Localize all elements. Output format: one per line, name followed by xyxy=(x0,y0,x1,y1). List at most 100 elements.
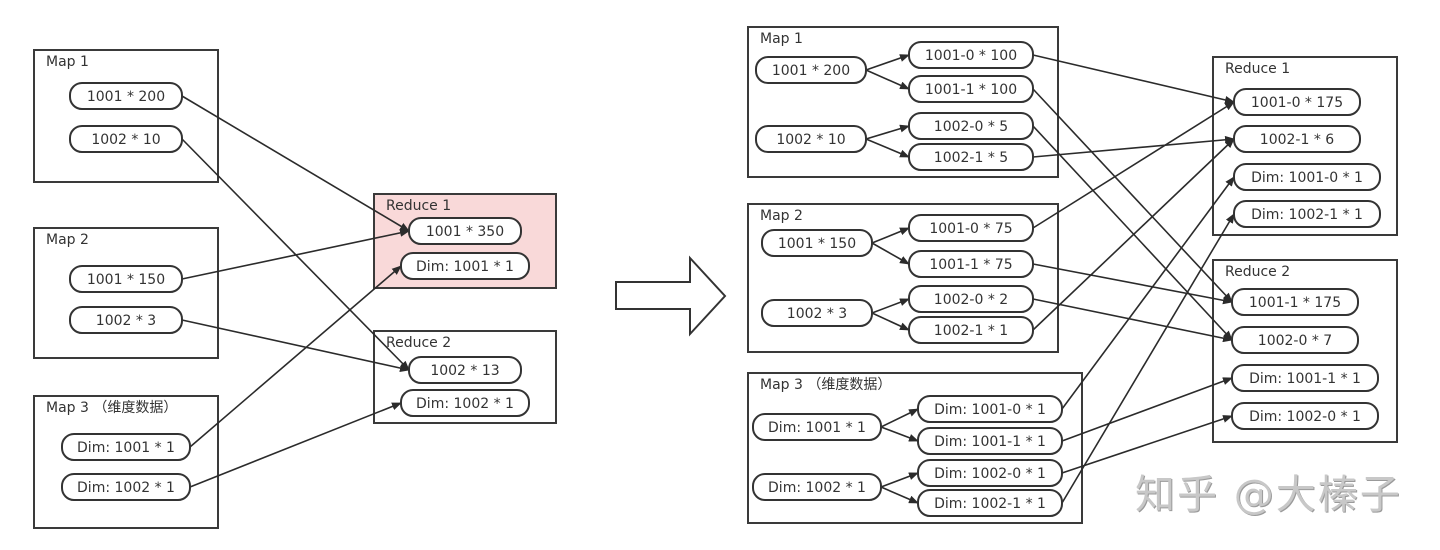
watermark: 知乎 @大榛子 xyxy=(1135,472,1402,518)
node-label: 1001 * 150 xyxy=(87,272,165,288)
edge-r-m3-s3-to-r-r2-d xyxy=(1061,415,1233,474)
node-label: Dim: 1001 * 1 xyxy=(77,440,175,456)
node-r-r2-c: Dim: 1001-1 * 1 xyxy=(1231,364,1379,392)
node-r-m1-src-a: 1001 * 200 xyxy=(755,56,867,84)
edge-l-m3a-to-l-r1b xyxy=(189,265,402,448)
box-title: Reduce 1 xyxy=(386,198,451,214)
edge-layer xyxy=(181,54,1235,504)
box-title: Map 3 （维度数据） xyxy=(760,377,891,393)
node-pill xyxy=(917,395,1063,423)
node-pill xyxy=(755,56,867,84)
edge-r-m2-src-a-to-r-m2-s1 xyxy=(871,227,910,244)
node-pill xyxy=(908,214,1034,242)
node-pill xyxy=(1231,288,1359,316)
node-label: 1002-0 * 2 xyxy=(934,292,1008,308)
node-layer: 1001 * 200 1002 * 10 1001 * 150 1002 * 3 Dim… xyxy=(61,41,1381,517)
node-label: Dim: 1001-1 * 1 xyxy=(934,434,1046,450)
node-r-m2-s3: 1002-0 * 2 xyxy=(908,285,1034,313)
node-label: 1002 * 3 xyxy=(787,306,847,322)
node-pill xyxy=(752,413,882,441)
node-r-m2-s2: 1001-1 * 75 xyxy=(908,250,1034,278)
box-title: Map 3 （维度数据） xyxy=(46,400,177,416)
edge-r-m1-s3-to-r-r2-b xyxy=(1032,125,1233,341)
node-r-m3-src-b: Dim: 1002 * 1 xyxy=(752,473,882,501)
node-label: 1001-0 * 175 xyxy=(1251,95,1343,111)
node-pill xyxy=(908,250,1034,278)
edge-r-m1-s2-to-r-r2-a xyxy=(1032,88,1233,303)
box-title: Reduce 1 xyxy=(1225,61,1290,77)
edge-r-m3-s4-to-r-r1-d xyxy=(1061,213,1235,504)
node-r-r1-c: Dim: 1001-0 * 1 xyxy=(1233,163,1381,191)
container-rect xyxy=(33,227,219,359)
node-label: 1002-1 * 6 xyxy=(1260,132,1334,148)
node-pill xyxy=(908,112,1034,140)
node-pill xyxy=(761,299,873,327)
node-label: Dim: 1002-1 * 1 xyxy=(934,496,1046,512)
node-l-m1b: 1002 * 10 xyxy=(69,125,183,153)
node-r-m1-s3: 1002-0 * 5 xyxy=(908,112,1034,140)
node-r-r2-d: Dim: 1002-0 * 1 xyxy=(1231,402,1379,430)
edge-r-m1-src-a-to-r-m1-s1 xyxy=(865,54,910,71)
edge-r-m2-s3-to-r-r2-b xyxy=(1032,298,1233,343)
node-label: Dim: 1001 * 1 xyxy=(416,259,514,275)
node-label: Dim: 1001 * 1 xyxy=(768,420,866,436)
node-pill xyxy=(917,459,1063,487)
edge-r-m3-s1-to-r-r1-c xyxy=(1061,176,1235,410)
node-label: 1002-0 * 7 xyxy=(1258,333,1332,349)
node-pill xyxy=(908,316,1034,344)
node-r-m1-s2: 1001-1 * 100 xyxy=(908,75,1034,103)
node-r-m1-src-b: 1002 * 10 xyxy=(755,125,867,153)
edge-r-m3-src-b-to-r-m3-s4 xyxy=(880,486,919,504)
node-label: 1001-1 * 100 xyxy=(925,82,1017,98)
node-label: Dim: 1001-0 * 1 xyxy=(1251,170,1363,186)
node-pill xyxy=(400,389,530,417)
box-title: Map 2 xyxy=(760,208,803,224)
node-label: Dim: 1002 * 1 xyxy=(416,396,514,412)
node-l-m3b: Dim: 1002 * 1 xyxy=(61,473,191,501)
node-pill xyxy=(755,125,867,153)
node-r-m2-src-a: 1001 * 150 xyxy=(761,229,873,257)
node-r-m3-src-a: Dim: 1001 * 1 xyxy=(752,413,882,441)
node-label: 1002-0 * 5 xyxy=(934,119,1008,135)
box-title: Reduce 2 xyxy=(386,335,451,351)
node-label: 1002-1 * 1 xyxy=(934,323,1008,339)
container-rect xyxy=(33,49,219,183)
node-r-m3-s2: Dim: 1001-1 * 1 xyxy=(917,427,1063,455)
node-label: 1002 * 3 xyxy=(96,313,156,329)
box-title: Map 2 xyxy=(46,232,89,248)
node-label: Dim: 1002-0 * 1 xyxy=(1249,409,1361,425)
node-label: Dim: 1001-1 * 1 xyxy=(1249,371,1361,387)
node-pill xyxy=(1233,125,1361,153)
node-pill xyxy=(1231,364,1379,392)
edge-l-m3b-to-l-r2b xyxy=(189,402,402,488)
box-title: Map 1 xyxy=(760,31,803,47)
edge-l-m2b-to-l-r2a xyxy=(181,319,410,372)
node-label: Dim: 1002 * 1 xyxy=(77,480,175,496)
node-label: 1002-1 * 5 xyxy=(934,150,1008,166)
node-pill xyxy=(61,473,191,501)
node-l-r1a: 1001 * 350 xyxy=(408,217,522,245)
node-pill xyxy=(1231,326,1359,354)
node-r-m2-src-b: 1002 * 3 xyxy=(761,299,873,327)
node-label: 1001 * 350 xyxy=(426,224,504,240)
node-pill xyxy=(908,41,1034,69)
edge-r-m2-src-b-to-r-m2-s4 xyxy=(871,312,910,331)
box-title: Reduce 2 xyxy=(1225,264,1290,280)
node-pill xyxy=(400,252,530,280)
edge-l-m1b-to-l-r2a xyxy=(181,138,410,371)
node-label: 1001-1 * 75 xyxy=(929,257,1012,273)
node-l-r2a: 1002 * 13 xyxy=(408,356,522,384)
node-label: 1002 * 13 xyxy=(430,363,499,379)
edge-r-m3-src-a-to-r-m3-s2 xyxy=(880,426,919,442)
node-pill xyxy=(908,285,1034,313)
edge-r-m2-s2-to-r-r2-a xyxy=(1032,263,1233,305)
node-pill xyxy=(408,217,522,245)
node-label: 1002 * 10 xyxy=(91,132,160,148)
node-r-r1-b: 1002-1 * 6 xyxy=(1233,125,1361,153)
node-pill xyxy=(917,489,1063,517)
node-l-r2b: Dim: 1002 * 1 xyxy=(400,389,530,417)
before-box-map-3: Map 3 （维度数据） xyxy=(33,395,219,529)
edge-r-m2-s1-to-r-r1-a xyxy=(1032,101,1235,229)
edge-r-m3-src-a-to-r-m3-s1 xyxy=(880,408,919,428)
